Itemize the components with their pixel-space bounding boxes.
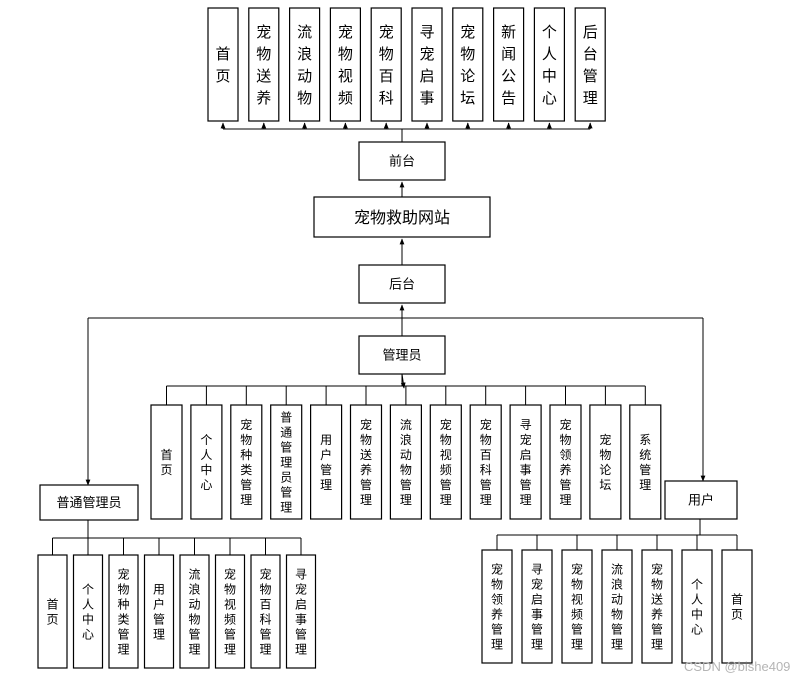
- user-item: 宠物领养管理: [481, 549, 513, 664]
- admin-item: 用户管理: [310, 404, 343, 520]
- admin-item-label: 首页: [160, 448, 172, 477]
- frontend-node: 前台: [358, 141, 446, 181]
- normal-admin-node-label: 普通管理员: [56, 496, 121, 511]
- admin-item-label: 普通管理员管理: [280, 410, 292, 514]
- admin-item: 流浪动物管理: [389, 404, 422, 520]
- admin-item: 宠物送养管理: [349, 404, 383, 520]
- user-item: 宠物视频管理: [561, 549, 593, 664]
- frontend-item-label: 流浪动物: [297, 23, 312, 107]
- normal-admin-item-label: 寻宠启事管理: [295, 567, 307, 656]
- user-node-label: 用户: [688, 493, 714, 509]
- user-item-label: 个人中心: [691, 577, 703, 636]
- frontend-item-label: 新闻公告: [501, 23, 516, 107]
- frontend-item-label: 宠物视频: [338, 23, 353, 107]
- normal-admin-node: 普通管理员: [39, 484, 139, 521]
- backend-node: 后台: [358, 264, 446, 304]
- admin-item: 个人中心: [190, 404, 223, 520]
- normal-admin-item-label: 个人中心: [82, 582, 94, 641]
- normal-admin-item: 用户管理: [143, 554, 175, 669]
- normal-admin-item: 宠物种类管理: [108, 554, 139, 669]
- normal-admin-item: 宠物视频管理: [214, 554, 246, 669]
- admin-item-label: 系统管理: [639, 433, 651, 492]
- frontend-item-label: 首页: [215, 45, 230, 85]
- frontend-item-label: 个人中心: [542, 23, 557, 107]
- user-item-label: 首页: [731, 592, 743, 621]
- frontend-item: 宠物送养: [248, 7, 280, 122]
- user-item-label: 宠物领养管理: [491, 561, 503, 651]
- user-item: 宠物送养管理: [641, 549, 673, 664]
- admin-item: 系统管理: [629, 404, 662, 520]
- user-item: 流浪动物管理: [601, 549, 633, 664]
- normal-admin-item: 流浪动物管理: [179, 554, 210, 669]
- admin-item-label: 宠物视频管理: [440, 417, 452, 507]
- normal-admin-item: 个人中心: [72, 554, 104, 669]
- admin-node-label: 管理员: [382, 349, 421, 364]
- normal-admin-item: 首页: [37, 554, 68, 669]
- frontend-item: 寻宠启事: [411, 7, 443, 122]
- frontend-item-label: 后台管理: [583, 23, 598, 107]
- normal-admin-item-label: 用户管理: [153, 582, 165, 641]
- admin-node: 管理员: [358, 335, 446, 375]
- user-item: 寻宠启事管理: [521, 549, 553, 664]
- frontend-item-label: 宠物送养: [256, 23, 271, 107]
- admin-item-label: 宠物种类管理: [240, 417, 252, 507]
- normal-admin-item-label: 首页: [46, 597, 58, 626]
- admin-item-label: 宠物送养管理: [360, 417, 372, 507]
- frontend-item: 首页: [207, 7, 239, 122]
- user-item: 个人中心: [681, 549, 713, 664]
- normal-admin-item-label: 流浪动物管理: [188, 567, 200, 656]
- normal-admin-item: 宠物百科管理: [250, 554, 281, 669]
- admin-item: 宠物视频管理: [429, 404, 462, 520]
- frontend-item-label: 宠物百科: [379, 23, 394, 107]
- admin-item: 宠物种类管理: [230, 404, 263, 520]
- frontend-item-label: 寻宠启事: [419, 23, 434, 107]
- user-item-label: 寻宠启事管理: [531, 562, 543, 651]
- frontend-item: 宠物论坛: [452, 7, 484, 122]
- frontend-item: 宠物百科: [370, 7, 402, 122]
- normal-admin-item: 寻宠启事管理: [285, 554, 317, 669]
- user-item-label: 宠物送养管理: [651, 561, 663, 651]
- frontend-node-label: 前台: [389, 154, 415, 170]
- admin-item-label: 宠物领养管理: [559, 417, 571, 507]
- admin-item: 宠物论坛: [589, 404, 622, 520]
- frontend-item-label: 宠物论坛: [460, 23, 475, 107]
- admin-item-label: 宠物百科管理: [480, 417, 492, 507]
- normal-admin-item-label: 宠物视频管理: [224, 566, 236, 656]
- admin-item-label: 用户管理: [320, 433, 332, 492]
- root-node-label: 宠物救助网站: [354, 208, 450, 227]
- user-item-label: 宠物视频管理: [571, 561, 583, 651]
- user-item-label: 流浪动物管理: [611, 562, 623, 651]
- admin-item-label: 个人中心: [200, 433, 212, 492]
- frontend-item: 宠物视频: [329, 7, 361, 122]
- backend-node-label: 后台: [389, 278, 415, 293]
- admin-item: 宠物百科管理: [469, 404, 502, 520]
- admin-item: 宠物领养管理: [549, 404, 582, 520]
- frontend-item: 后台管理: [574, 7, 606, 122]
- user-node: 用户: [664, 480, 738, 520]
- root-node: 宠物救助网站: [313, 196, 491, 238]
- frontend-item: 流浪动物: [289, 7, 321, 122]
- admin-item-label: 流浪动物管理: [400, 418, 412, 507]
- watermark-text: CSDN @bishe409: [684, 659, 790, 674]
- admin-item: 普通管理员管理: [270, 404, 303, 520]
- admin-item: 首页: [150, 404, 183, 520]
- normal-admin-item-label: 宠物种类管理: [117, 566, 129, 656]
- user-item: 首页: [721, 549, 753, 664]
- normal-admin-item-label: 宠物百科管理: [259, 566, 271, 656]
- frontend-item: 个人中心: [533, 7, 566, 122]
- frontend-item: 新闻公告: [493, 7, 525, 122]
- admin-item-label: 寻宠启事管理: [520, 418, 532, 507]
- admin-item-label: 宠物论坛: [599, 432, 611, 492]
- admin-item: 寻宠启事管理: [509, 404, 542, 520]
